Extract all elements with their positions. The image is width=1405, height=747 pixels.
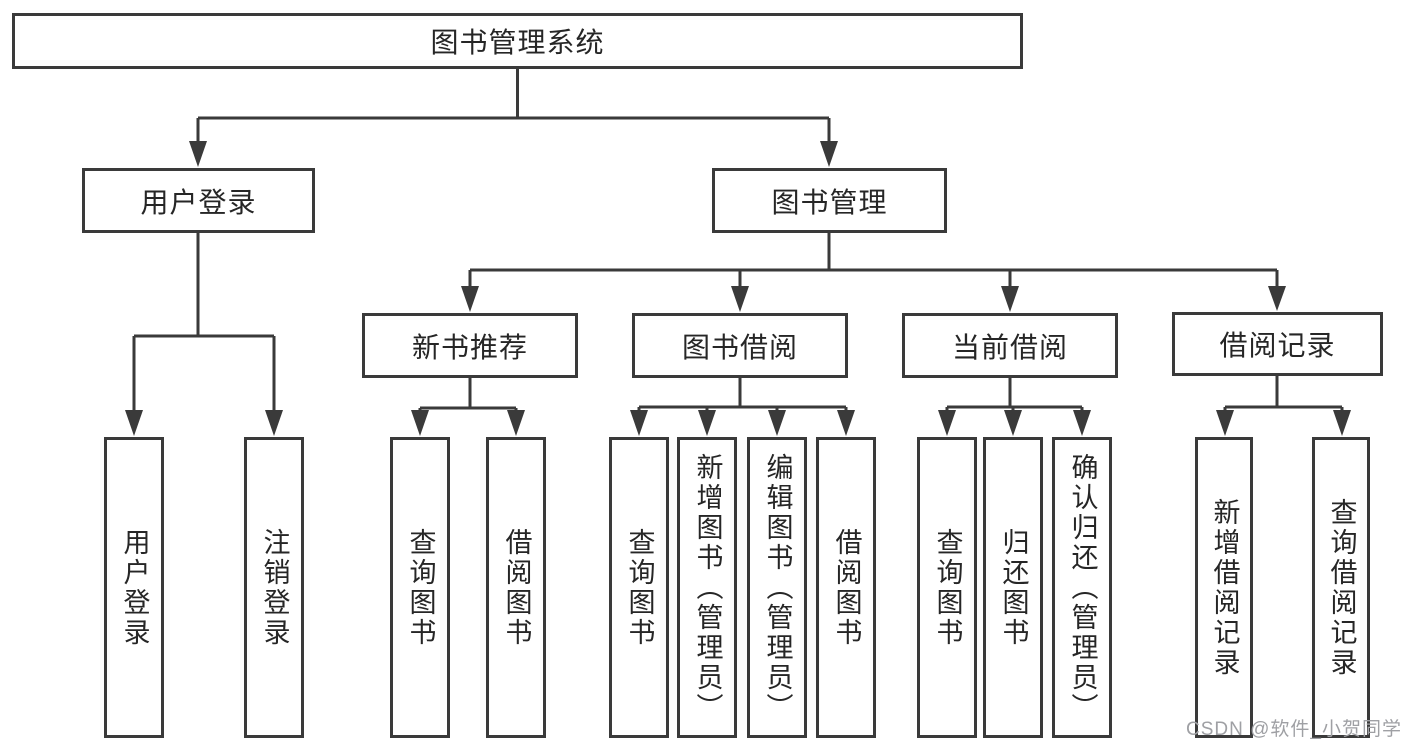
leaf-label: 借阅图书: [501, 527, 532, 648]
leaf-label: 查询图书: [932, 527, 963, 648]
leaf-borrow-book: 借阅图书: [816, 437, 876, 738]
node-root: 图书管理系统: [12, 13, 1023, 69]
leaf-add-book-admin: 新增图书（管理员）: [677, 437, 737, 738]
leaf-query-book-recommend: 查询图书: [390, 437, 450, 738]
leaf-label: 编辑图书（管理员）: [762, 452, 793, 723]
leaf-label: 归还图书: [998, 527, 1029, 648]
leaf-confirm-return-admin: 确认归还（管理员）: [1052, 437, 1112, 738]
leaf-query-book-current: 查询图书: [917, 437, 977, 738]
leaf-add-borrow-record: 新增借阅记录: [1195, 437, 1253, 738]
leaf-edit-book-admin: 编辑图书（管理员）: [747, 437, 807, 738]
leaf-query-borrow-record: 查询借阅记录: [1312, 437, 1370, 738]
node-new-book-recommend: 新书推荐: [362, 313, 578, 378]
leaf-user-login: 用户登录: [104, 437, 164, 738]
leaf-borrow-book-recommend: 借阅图书: [486, 437, 546, 738]
leaf-label: 注销登录: [259, 527, 290, 648]
watermark: CSDN @软件_小贺同学: [1186, 719, 1402, 740]
node-book-borrow: 图书借阅: [632, 313, 848, 378]
leaf-label: 新增图书（管理员）: [692, 452, 723, 723]
leaf-label: 查询图书: [624, 527, 655, 648]
node-current-borrow: 当前借阅: [902, 313, 1118, 378]
leaf-label: 确认归还（管理员）: [1067, 452, 1098, 723]
node-user-login: 用户登录: [82, 168, 315, 233]
leaf-logout: 注销登录: [244, 437, 304, 738]
arrowheads: [125, 141, 1351, 436]
leaf-return-book: 归还图书: [983, 437, 1043, 738]
node-borrow-record: 借阅记录: [1172, 312, 1383, 376]
node-book-management: 图书管理: [712, 168, 947, 233]
leaf-label: 新增借阅记录: [1209, 497, 1240, 678]
leaf-label: 查询借阅记录: [1326, 497, 1357, 678]
leaf-label: 查询图书: [405, 527, 436, 648]
leaf-label: 用户登录: [119, 527, 150, 648]
leaf-query-book-borrow: 查询图书: [609, 437, 669, 738]
leaf-label: 借阅图书: [831, 527, 862, 648]
